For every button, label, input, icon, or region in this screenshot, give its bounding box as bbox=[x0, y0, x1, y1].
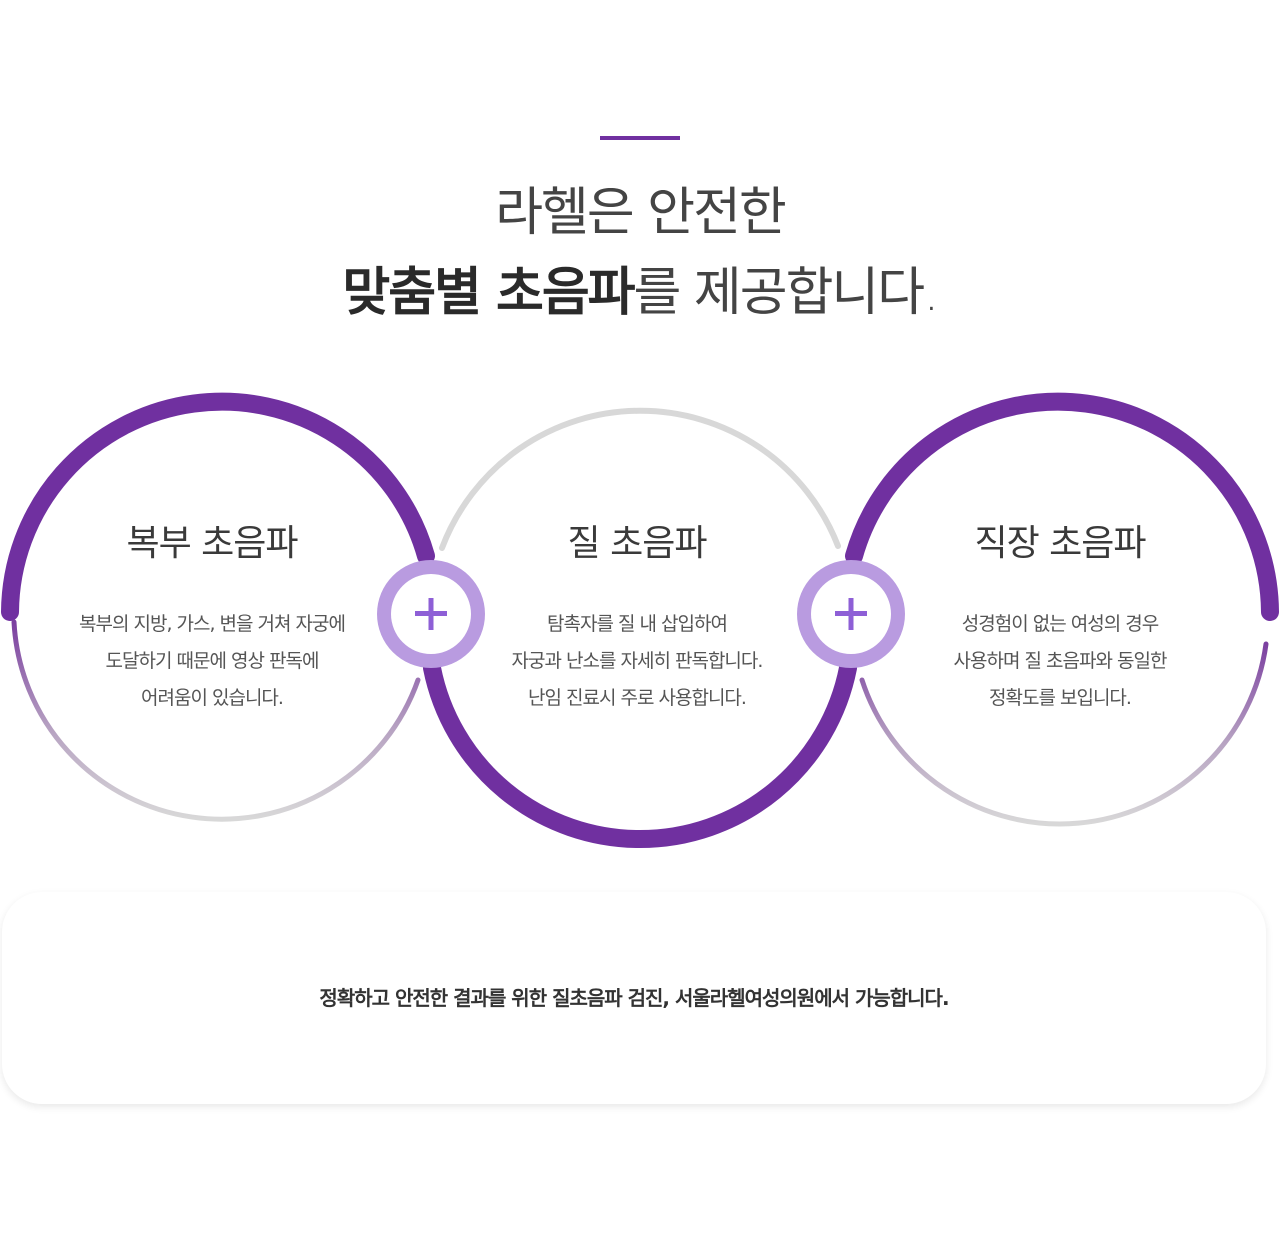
desc-line: 사용하며 질 초음파와 동일한 bbox=[953, 650, 1168, 672]
desc-line: 복부의 지방, 가스, 변을 거쳐 자궁에 bbox=[79, 613, 346, 635]
circle-item-abdominal: 복부 초음파 복부의 지방, 가스, 변을 거쳐 자궁에 도달하기 때문에 영상… bbox=[32, 514, 392, 717]
accent-bar bbox=[600, 136, 680, 140]
circle-title: 복부 초음파 bbox=[126, 523, 298, 564]
desc-line: 성경험이 없는 여성의 경우 bbox=[961, 613, 1159, 635]
circle-title: 직장 초음파 bbox=[974, 523, 1146, 564]
heading-line2: 맞춤별 초음파를 제공합니다. bbox=[0, 250, 1280, 325]
circle-item-vaginal: 질 초음파 탐촉자를 질 내 삽입하여 자궁과 난소를 자세히 판독합니다. 난… bbox=[457, 514, 817, 717]
desc-line: 어려움이 있습니다. bbox=[141, 687, 284, 709]
desc-line: 탐촉자를 질 내 삽입하여 bbox=[547, 613, 728, 635]
right-ring-bottom bbox=[859, 641, 1269, 827]
plus-badge-right bbox=[797, 560, 905, 668]
heading-rest: 를 제공합니다. bbox=[633, 263, 940, 323]
left-ring-bottom bbox=[11, 619, 421, 822]
desc-line: 도달하기 때문에 영상 판독에 bbox=[105, 650, 320, 672]
bottom-note-text: 정확하고 안전한 결과를 위한 질초음파 검진, 서울라헬여성의원에서 가능합니… bbox=[319, 986, 949, 1010]
left-ring-top bbox=[1, 392, 435, 621]
middle-ring-top bbox=[439, 407, 841, 551]
circle-desc: 탐촉자를 질 내 삽입하여 자궁과 난소를 자세히 판독합니다. 난임 진료시 … bbox=[457, 606, 817, 717]
right-ring-top bbox=[845, 392, 1279, 621]
desc-line: 정확도를 보입니다. bbox=[989, 687, 1132, 709]
heading-line1: 라헬은 안전한 bbox=[495, 183, 787, 243]
middle-ring-bottom bbox=[423, 659, 857, 848]
circle-item-rectal: 직장 초음파 성경험이 없는 여성의 경우 사용하며 질 초음파와 동일한 정확… bbox=[880, 514, 1240, 717]
plus-badge-left bbox=[377, 560, 485, 668]
bottom-note-card: 정확하고 안전한 결과를 위한 질초음파 검진, 서울라헬여성의원에서 가능합니… bbox=[2, 892, 1266, 1104]
circle-desc: 성경험이 없는 여성의 경우 사용하며 질 초음파와 동일한 정확도를 보입니다… bbox=[880, 606, 1240, 717]
circle-title: 질 초음파 bbox=[567, 523, 708, 564]
desc-line: 난임 진료시 주로 사용합니다. bbox=[528, 687, 747, 709]
heading-emphasis: 맞춤별 초음파 bbox=[342, 263, 635, 323]
desc-line: 자궁과 난소를 자세히 판독합니다. bbox=[511, 650, 764, 672]
circle-desc: 복부의 지방, 가스, 변을 거쳐 자궁에 도달하기 때문에 영상 판독에 어려… bbox=[32, 606, 392, 717]
